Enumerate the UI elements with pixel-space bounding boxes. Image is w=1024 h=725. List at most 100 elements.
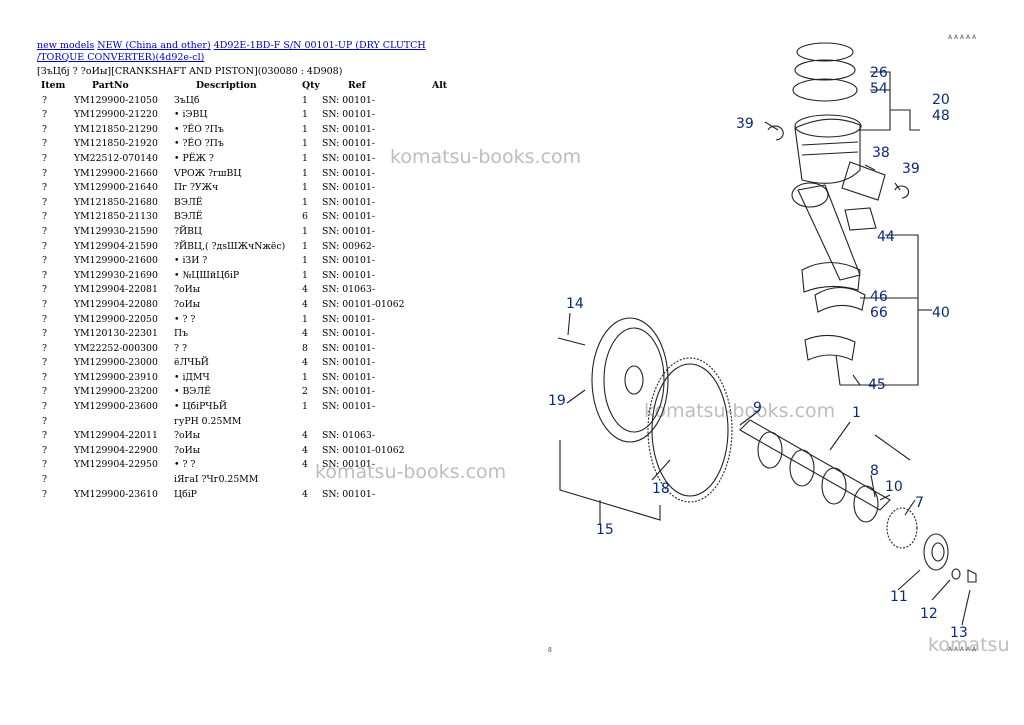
cell-qty: 2 <box>302 386 308 398</box>
cell-qty <box>302 415 322 430</box>
flywheel-rim-shape <box>603 327 665 433</box>
cell-qty: 4 <box>302 284 308 296</box>
callout-label: 45 <box>868 377 886 393</box>
leader-line <box>566 389 586 404</box>
callout-label: 12 <box>920 606 938 622</box>
cell-part: YM129900-21660 <box>74 167 158 179</box>
header-description: Description <box>196 80 257 91</box>
cell-part: YM129900-21220 <box>74 109 158 121</box>
callout-label: 10 <box>885 479 903 495</box>
watermark: komatsu <box>928 634 1010 656</box>
cell-item: ? <box>42 430 47 442</box>
cell-part: YM129900-22050 <box>74 313 158 325</box>
cell-item: ? <box>42 401 47 413</box>
cell-ref: SN: 00962- <box>322 240 375 252</box>
cell-qty: 4 <box>302 298 308 310</box>
piston-crown-shape <box>794 114 862 138</box>
cell-qty: 4 <box>302 444 308 456</box>
callout-label: 13 <box>950 625 968 641</box>
flywheel-bolt-shape <box>557 337 586 346</box>
crank-web-shape <box>757 431 783 469</box>
callout-label: 66 <box>870 305 888 321</box>
cell-item: ? <box>42 474 47 486</box>
cell-desc: • ЦбіРЧЬЙ <box>174 401 227 413</box>
bearing-shape <box>814 286 866 313</box>
cell-part: YM120130-22301 <box>74 328 158 340</box>
leader-line <box>567 312 571 336</box>
callout-label: 20 <box>932 92 950 108</box>
cell-desc: • іЗИ ? <box>174 255 208 267</box>
breadcrumb-link-region[interactable]: NEW (China and other) <box>97 40 211 51</box>
rod-cap-shape <box>804 334 856 361</box>
callout-label: 40 <box>932 305 950 321</box>
leader-line <box>904 499 916 516</box>
leader-line <box>897 569 921 591</box>
cell-part: YM129900-21050 <box>74 94 158 106</box>
cell-item: ? <box>42 196 47 208</box>
piston-pin-shape <box>841 161 886 201</box>
cell-part: YM129900-21600 <box>74 255 158 267</box>
cell-desc: ?ЙВЦ,( ?дsШЖчNжёс) <box>174 240 286 252</box>
cell-item: ? <box>42 459 47 471</box>
flywheel-shape <box>591 317 669 443</box>
crank-web-shape <box>789 449 815 487</box>
corner-mark: A A A A A <box>948 34 977 41</box>
exploded-parts-diagram: 26 54 20 48 39 38 39 44 46 66 40 45 14 1… <box>548 42 977 641</box>
cell-qty: 1 <box>302 123 308 135</box>
callout-label: 15 <box>596 522 614 538</box>
leader-line <box>894 182 901 191</box>
cell-qty: 8 <box>302 342 308 354</box>
cell-part <box>74 473 174 488</box>
snap-ring-shape <box>767 125 784 141</box>
cell-part: YM22512-070140 <box>74 152 158 164</box>
callout-label: 19 <box>548 393 566 409</box>
cell-alt <box>422 94 462 109</box>
piston-ring-shape <box>792 78 858 102</box>
cell-alt <box>422 356 462 371</box>
cell-qty: 1 <box>302 401 308 413</box>
leader-line <box>961 589 971 626</box>
cell-ref: SN: 00101- <box>322 313 375 325</box>
breadcrumb-link-model[interactable]: 4D92E-1BD-F S/N 00101-UP (DRY CLUTCH /TO… <box>37 40 426 63</box>
cell-desc: • іДМЧ <box>174 371 210 383</box>
cell-alt <box>422 415 462 430</box>
cell-part: YM129904-22080 <box>74 298 158 310</box>
cell-item: ? <box>42 488 47 500</box>
crank-gear-shape <box>886 507 918 549</box>
cell-desc: ? ? <box>174 342 187 354</box>
callout-label: 26 <box>870 65 888 81</box>
cell-alt <box>422 123 462 138</box>
cell-desc: ВЭЛЁ <box>174 196 203 208</box>
cell-qty: 6 <box>302 211 308 223</box>
cell-ref: SN: 01063- <box>322 430 375 442</box>
cell-part <box>74 415 174 430</box>
callout-label: 44 <box>877 229 895 245</box>
callout-label: 38 <box>872 145 890 161</box>
callout-label: 18 <box>652 481 670 497</box>
piston-ring-shape <box>796 42 854 62</box>
breadcrumb-link-new-models[interactable]: new models <box>37 40 95 51</box>
cell-ref: SN: 00101- <box>322 488 375 500</box>
cell-item: ? <box>42 371 47 383</box>
table-row: ?іЯгаІ ?Чг0.25MM <box>34 473 462 488</box>
callout-label: 39 <box>902 161 920 177</box>
callout-label: 9 <box>753 400 762 416</box>
cell-ref <box>322 415 422 430</box>
cell-desc: ЦбіР <box>174 488 197 500</box>
cell-qty: 1 <box>302 167 308 179</box>
cell-part: YM121850-21680 <box>74 196 158 208</box>
washer-shape <box>951 568 961 580</box>
cell-ref: SN: 00101- <box>322 371 375 383</box>
cell-item: ? <box>42 284 47 296</box>
